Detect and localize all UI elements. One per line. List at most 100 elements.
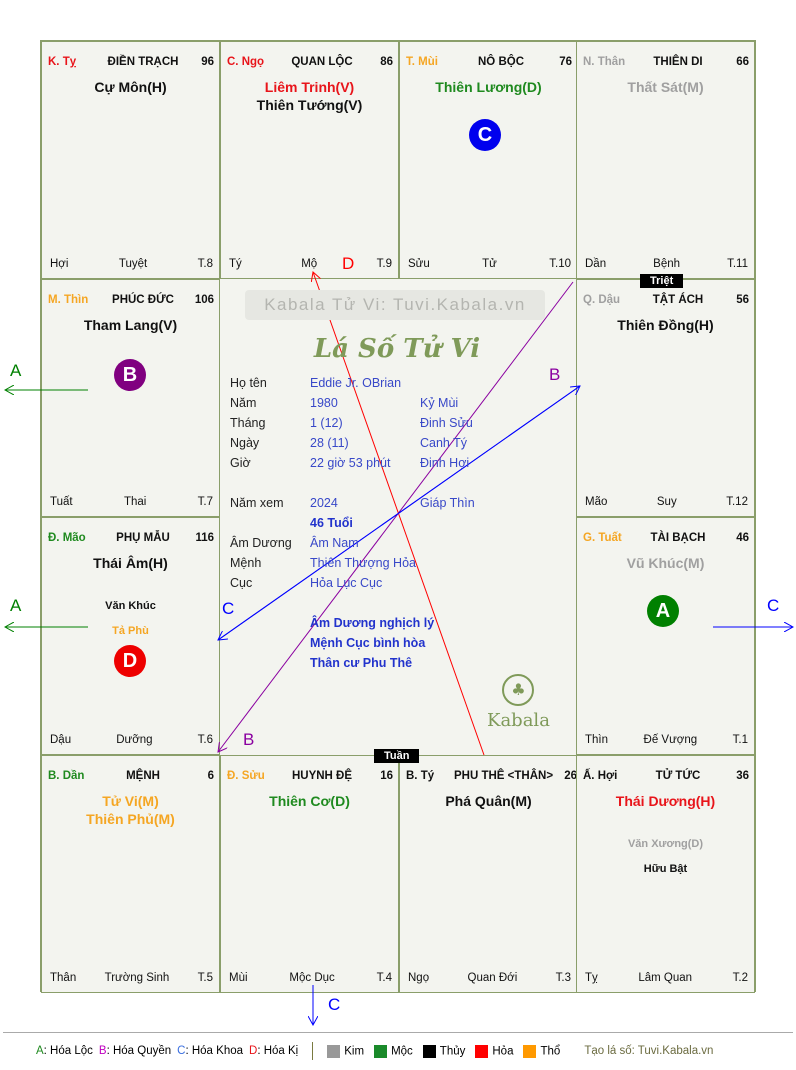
life-stage: Thai [123, 496, 147, 508]
palace-name: THIÊN DI [653, 56, 703, 68]
life-stage: Mộc Dục [289, 972, 335, 984]
life-stage: Quan Đới [467, 972, 518, 984]
hoa-badge-d: D [114, 645, 146, 677]
note: Mệnh Cục bình hòa [310, 636, 426, 650]
main-star: Thiên Cơ(D) [269, 793, 350, 809]
hoa-badge-b: B [114, 359, 146, 391]
can-chi: Đ. Sửu [227, 770, 265, 782]
palace-age: 96 [201, 56, 214, 68]
arrow-label-c: C [767, 596, 780, 615]
can-chi: C. Ngọ [227, 56, 265, 68]
chart-center-info: Kabala Tử Vi: Tuvi.Kabala.vn Lá Số Tử Vi… [219, 278, 575, 754]
can-chi: T. Mùi [406, 56, 438, 68]
branch: Dần [585, 258, 607, 270]
arrow-label-d: D [342, 254, 355, 273]
main-stars: Tham Lang(V) [42, 316, 219, 334]
legend-element: Hỏa [475, 1044, 513, 1058]
hoa-arrow-line [218, 281, 574, 752]
main-stars: Thái Âm(H) [42, 554, 219, 572]
legend-element: Kim [327, 1044, 364, 1058]
note: Thân cư Phu Thê [310, 656, 413, 670]
palace-name: HUYNH ĐỆ [291, 770, 353, 782]
legend-element: Thổ [523, 1044, 560, 1058]
legend-hoa-c: C: Hóa Khoa [177, 1045, 244, 1057]
color-swatch [422, 1044, 436, 1058]
credit-link[interactable]: Tạo lá số: Tuvi.Kabala.vn [584, 1045, 714, 1057]
tuan-tag: Tuần [374, 749, 420, 763]
arrow-label-b: B [243, 730, 255, 749]
branch: Mão [585, 496, 608, 508]
color-swatch [475, 1044, 489, 1058]
can-chi: K. Tỵ [48, 56, 77, 68]
branch: Tuất [50, 496, 73, 508]
month: T.8 [197, 258, 213, 270]
main-star: Phá Quân(M) [445, 793, 532, 809]
triet-tag: Triệt [640, 274, 684, 288]
main-star: Thiên Lương(D) [435, 79, 542, 95]
divider [3, 1032, 793, 1033]
main-star: Thiên Phủ(M) [86, 811, 175, 827]
arrow-label-a: A [10, 361, 22, 380]
main-stars: Vũ Khúc(M) [577, 554, 754, 572]
month: T.11 [727, 258, 748, 270]
palace-name: PHỤ MẪU [116, 532, 170, 544]
main-stars: Thất Sát(M) [577, 78, 754, 96]
arrow-label-c: C [328, 995, 341, 1014]
branch: Mùi [229, 972, 248, 984]
arrow-label-b: B [549, 365, 561, 384]
legend-hoa-d: D: Hóa Kị [249, 1045, 299, 1057]
palace-age: 76 [559, 56, 572, 68]
can-chi: B. Tý [406, 770, 435, 782]
branch: Thìn [585, 734, 609, 746]
color-swatch [374, 1044, 388, 1058]
branch: Tý [229, 258, 242, 270]
life-stage: Trường Sinh [104, 972, 170, 984]
main-star: Thiên Đồng(H) [617, 317, 714, 333]
palace-name: PHÚC ĐỨC [112, 294, 174, 306]
minor-star: Văn Xương(D) [627, 838, 704, 850]
legend-element: Mộc [374, 1044, 413, 1058]
can-chi: N. Thân [583, 56, 626, 68]
life-stage: Suy [656, 496, 677, 508]
arrow-label-c: C [222, 599, 235, 618]
hoa-badge-a: A [647, 595, 679, 627]
main-star: Thiên Tướng(V) [256, 97, 363, 113]
branch: Dậu [50, 734, 72, 746]
main-star: Thất Sát(M) [627, 79, 704, 95]
main-star: Cự Môn(H) [94, 79, 167, 95]
month: T.5 [197, 972, 213, 984]
can-chi: Q. Dậu [583, 294, 621, 306]
hoa-badge-c: C [469, 119, 501, 151]
main-stars: Thiên Cơ(D) [221, 792, 398, 810]
palace-age: 6 [207, 770, 214, 782]
can-chi: M. Thìn [48, 294, 89, 306]
palace-age: 106 [194, 294, 214, 306]
